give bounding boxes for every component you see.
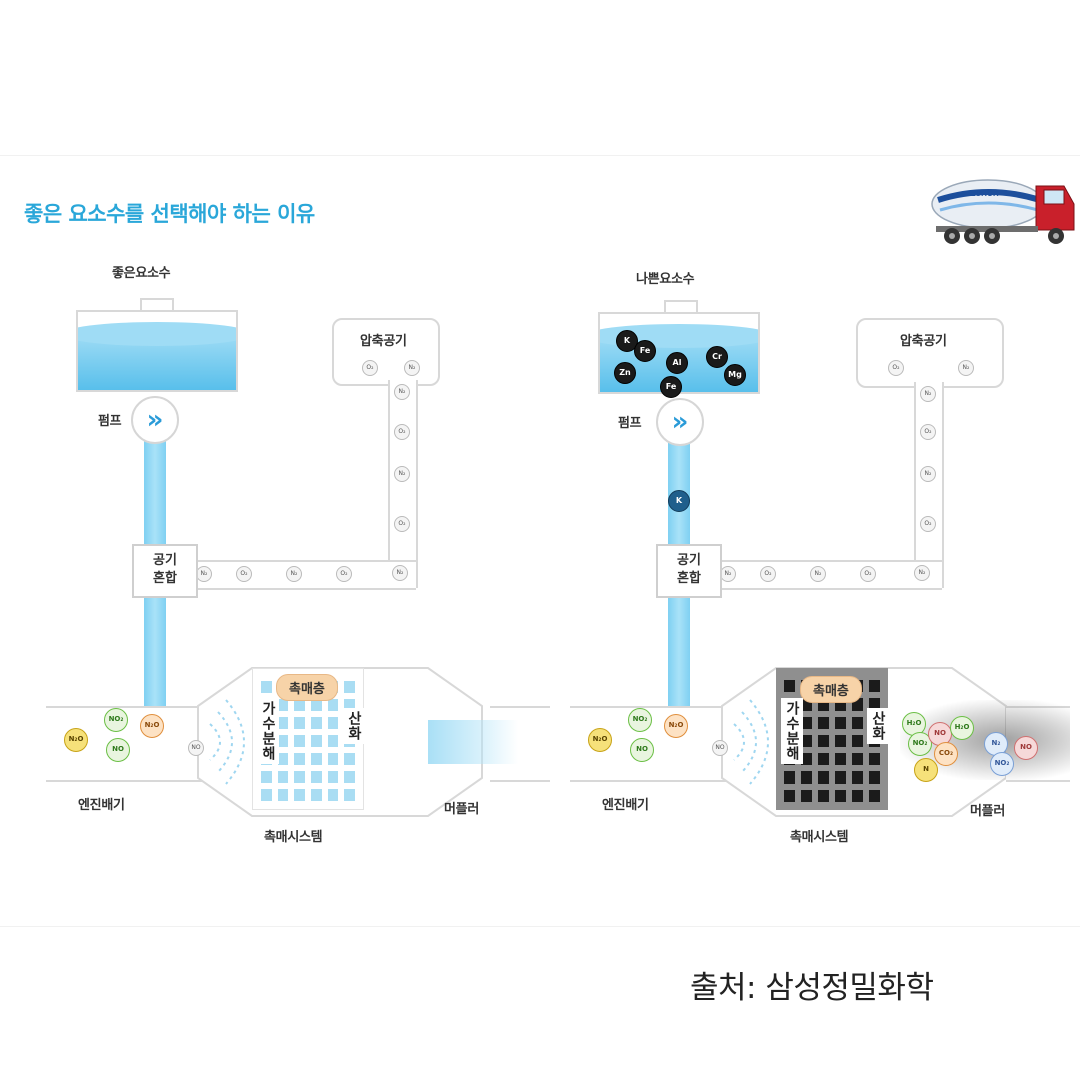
bad-molecule-o2: O₂	[760, 566, 776, 582]
bad-pump-icon: »	[656, 398, 704, 446]
good-system-label: 촉매시스템	[264, 830, 323, 845]
bad-out-h2o: H₂O	[950, 716, 974, 740]
bad-system-label: 촉매시스템	[790, 830, 849, 845]
good-pump-icon: »	[131, 396, 179, 444]
bad-air-pipe-vertical	[914, 382, 944, 588]
good-tank-label: 좋은요소수	[112, 266, 171, 281]
good-air-mix-box: 공기 혼합	[132, 544, 198, 598]
impurity-k-in-pipe: K	[668, 490, 690, 512]
impurity-k: K	[616, 330, 638, 352]
good-oxidation-label: 산화	[343, 708, 365, 744]
bad-molecule-no: NO	[630, 738, 654, 762]
good-urea-tank	[76, 310, 238, 392]
bad-air-pipe-horizontal	[720, 560, 942, 590]
bad-mix-line1: 공기	[677, 553, 701, 568]
bad-mix-line2: 혼합	[677, 571, 701, 586]
good-molecule-no2: NO₂	[104, 708, 128, 732]
good-molecule-n2: N₂	[286, 566, 302, 582]
bad-out-co2: CO₂	[934, 742, 958, 766]
good-air-pipe-vertical	[388, 380, 418, 588]
good-molecule-n2: N₂	[394, 384, 410, 400]
good-clean-exhaust	[428, 720, 518, 764]
bad-molecule-n2: N₂	[810, 566, 826, 582]
good-molecule-n2: N₂	[196, 566, 212, 582]
good-molecule-n2o: N₂O	[140, 714, 164, 738]
good-molecule-n2: N₂	[404, 360, 420, 376]
bad-air-mix-box: 공기 혼합	[656, 544, 722, 598]
good-molecule-no: NO	[188, 740, 204, 756]
bad-molecule-n2: N₂	[920, 466, 936, 482]
bad-molecule-o2: O₂	[860, 566, 876, 582]
bad-pump-label: 펌프	[618, 416, 642, 431]
good-engine-label: 엔진배기	[78, 798, 125, 813]
bad-hydrolysis-label: 가수분해	[781, 698, 803, 764]
bad-molecule-no: NO	[712, 740, 728, 756]
good-molecule-n2: N₂	[394, 466, 410, 482]
source-credit: 출처: 삼성정밀화학	[690, 970, 934, 1006]
good-hydrolysis-label: 가수분해	[257, 698, 279, 764]
good-molecule-o2: O₂	[362, 360, 378, 376]
bad-muffler-label: 머플러	[970, 804, 1005, 819]
impurity-fe: Fe	[660, 376, 682, 398]
bad-out-no: NO	[1014, 736, 1038, 760]
good-air-pipe-horizontal	[196, 560, 416, 590]
bad-molecule-n2o: N₂O	[664, 714, 688, 738]
good-molecule-n2o: N₂O	[64, 728, 88, 752]
bad-molecule-n2: N₂	[920, 386, 936, 402]
bad-catalyst-label: 촉매층	[800, 676, 862, 703]
bad-molecule-n2o: N₂O	[588, 728, 612, 752]
bad-molecule-no2: NO₂	[628, 708, 652, 732]
good-muffler-label: 머플러	[444, 802, 479, 817]
good-pump-label: 펌프	[98, 414, 122, 429]
impurity-zn: Zn	[614, 362, 636, 384]
diagram-title: 좋은 요소수를 선택해야 하는 이유	[24, 202, 315, 226]
bad-molecule-o2: O₂	[920, 516, 936, 532]
bad-out-no2: NO₂	[908, 732, 932, 756]
bad-molecule-n2: N₂	[914, 565, 930, 581]
tanker-truck-icon: EUROX	[931, 179, 1075, 244]
bad-out-n: N	[914, 758, 938, 782]
good-air-label: 압축공기	[360, 334, 407, 349]
impurity-fe: Fe	[634, 340, 656, 362]
bad-engine-label: 엔진배기	[602, 798, 649, 813]
good-compressed-air-box	[332, 318, 440, 386]
good-molecule-o2: O₂	[394, 516, 410, 532]
bad-molecule-o2: O₂	[888, 360, 904, 376]
bad-tank-label: 나쁜요소수	[636, 272, 695, 287]
impurity-al: Al	[666, 352, 688, 374]
good-urea-water	[78, 321, 236, 390]
good-molecule-o2: O₂	[336, 566, 352, 582]
good-molecule-no: NO	[106, 738, 130, 762]
good-mix-line2: 혼합	[153, 571, 177, 586]
bad-compressed-air-box	[856, 318, 1004, 388]
impurity-mg: Mg	[724, 364, 746, 386]
good-molecule-n2: N₂	[392, 565, 408, 581]
good-molecule-o2: O₂	[394, 424, 410, 440]
bad-molecule-n2: N₂	[720, 566, 736, 582]
good-molecule-o2: O₂	[236, 566, 252, 582]
bad-molecule-n2: N₂	[958, 360, 974, 376]
bad-out-no2: NO₂	[990, 752, 1014, 776]
bad-oxidation-label: 산화	[867, 708, 889, 744]
good-mix-line1: 공기	[153, 553, 177, 568]
good-catalyst-label: 촉매층	[276, 674, 338, 701]
bad-air-label: 압축공기	[900, 334, 947, 349]
impurity-cr: Cr	[706, 346, 728, 368]
truck-brand: EUROX	[970, 189, 999, 198]
bad-molecule-o2: O₂	[920, 424, 936, 440]
